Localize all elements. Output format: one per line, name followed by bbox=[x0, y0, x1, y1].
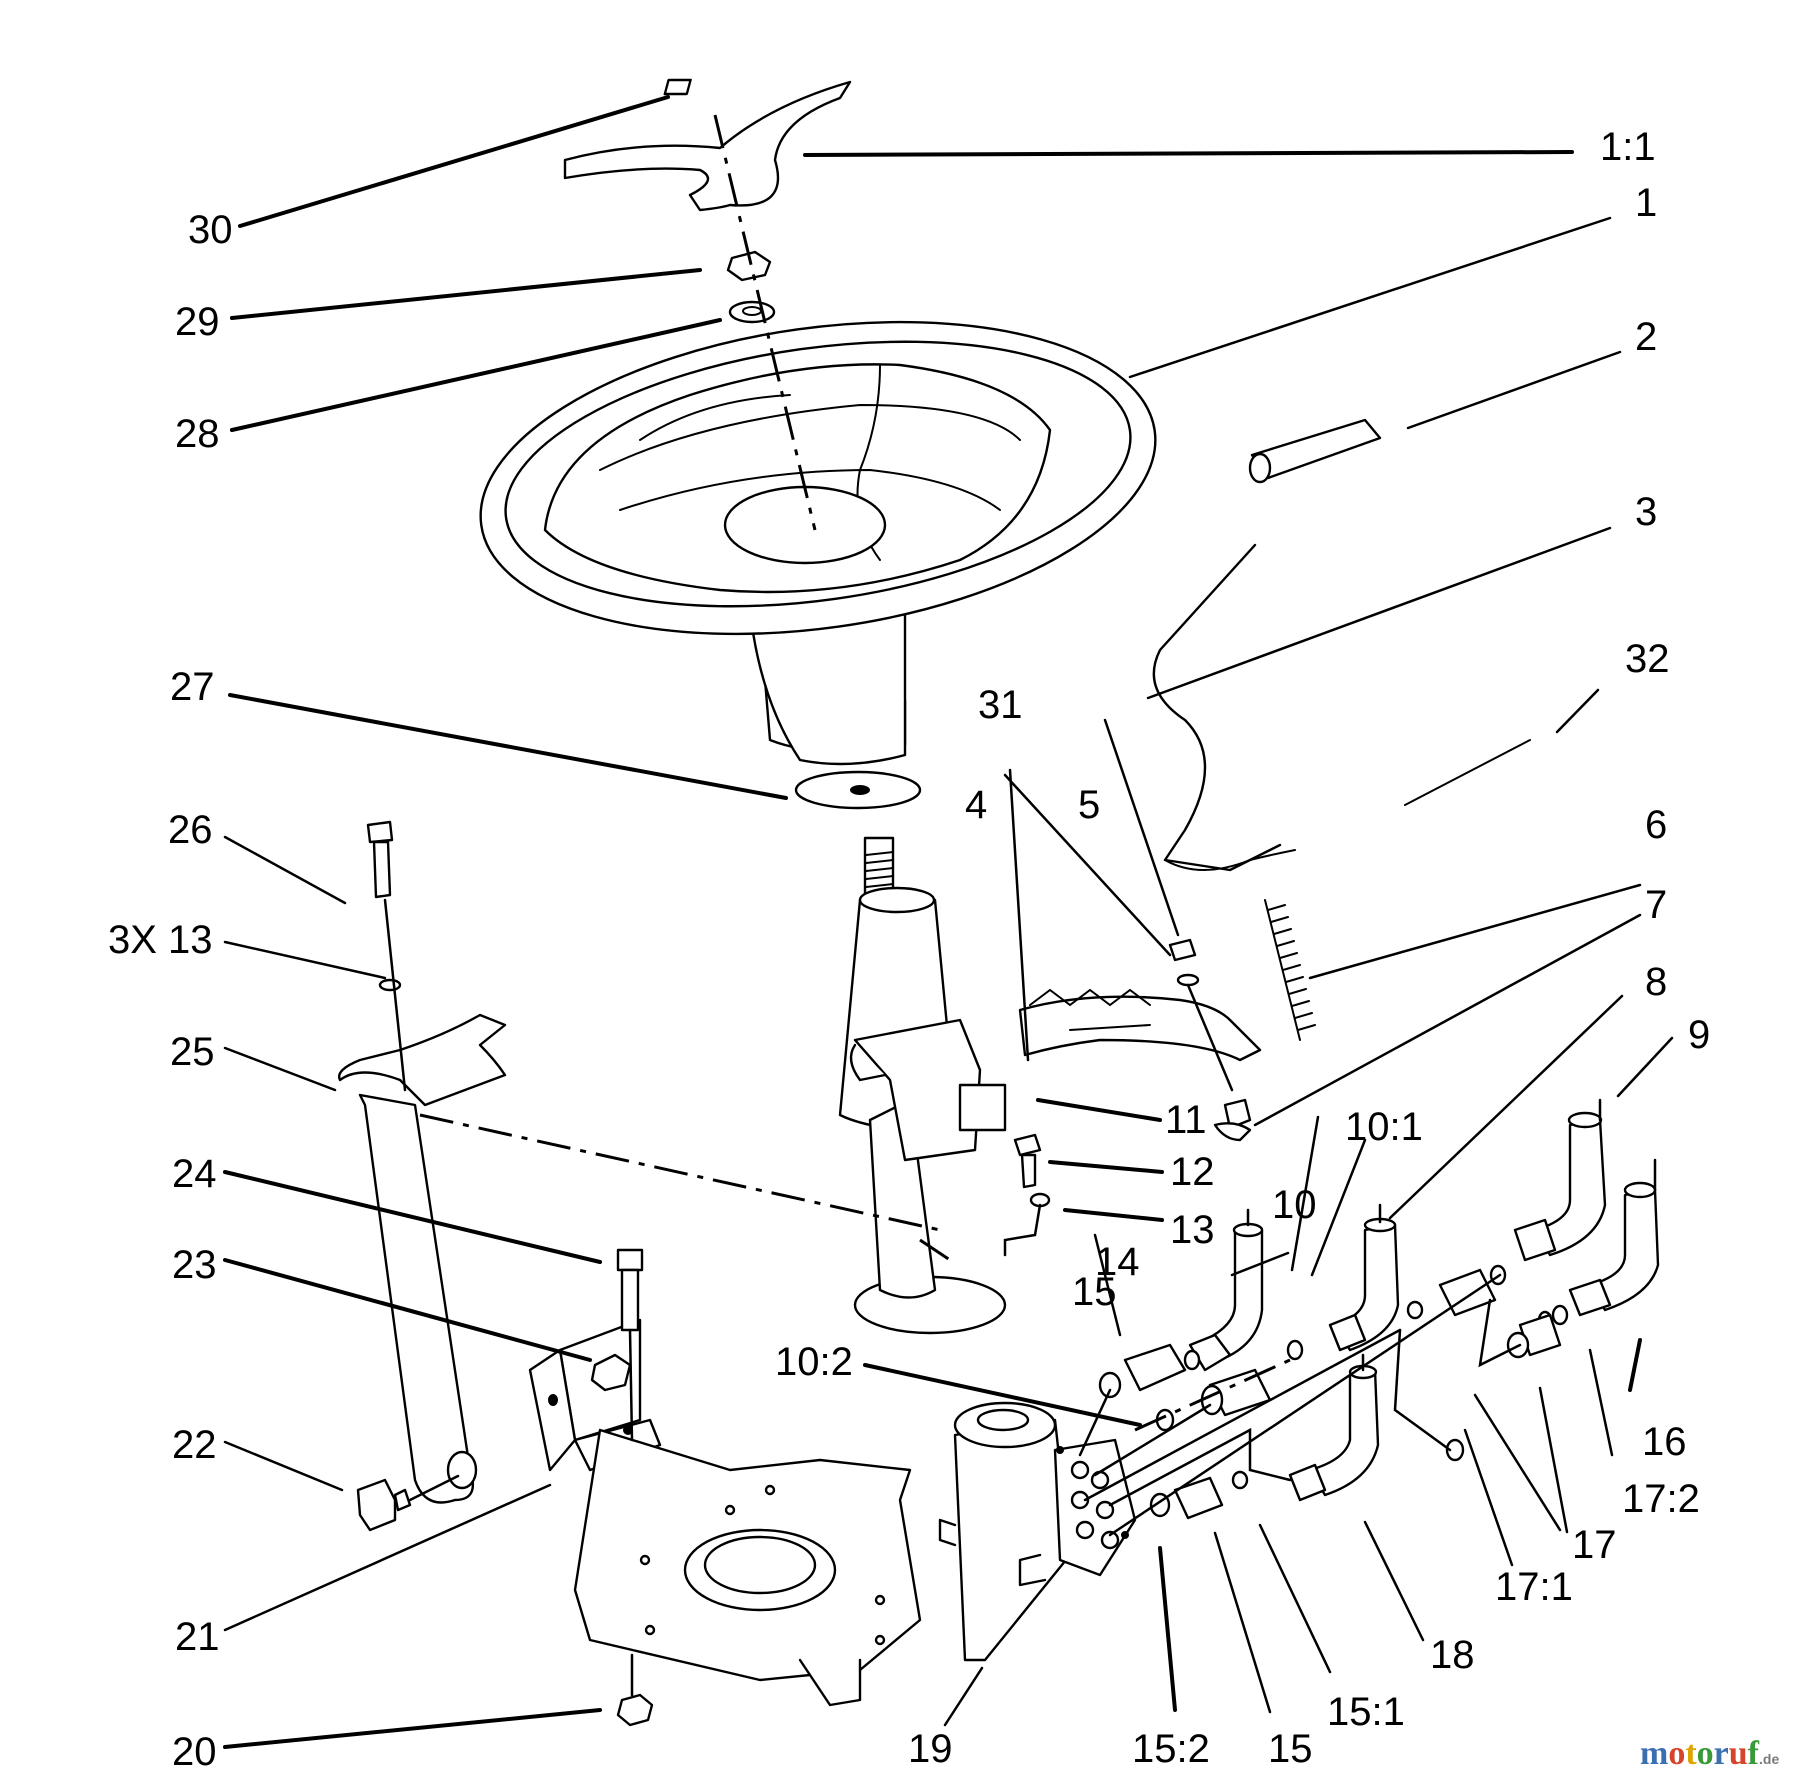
callout-6: 6 bbox=[1645, 803, 1667, 847]
leader-lines bbox=[223, 95, 1674, 1749]
callout-18: 18 bbox=[1430, 1633, 1475, 1677]
callout-32: 32 bbox=[1625, 637, 1670, 681]
callout-1: 1 bbox=[1635, 181, 1657, 225]
callout-15-top: 15 bbox=[1072, 1270, 1117, 1314]
callout-4: 4 bbox=[965, 783, 987, 827]
callout-3x13: 3X 13 bbox=[108, 918, 213, 962]
callout-17-1: 17:1 bbox=[1495, 1565, 1573, 1609]
callout-24: 24 bbox=[172, 1152, 217, 1196]
callout-16: 16 bbox=[1642, 1420, 1687, 1464]
callout-labels: 30 29 28 27 26 3X 13 25 24 23 22 21 20 1… bbox=[108, 125, 1710, 1774]
center-cap bbox=[563, 78, 852, 212]
callout-22: 22 bbox=[172, 1423, 217, 1467]
callout-10: 10 bbox=[1272, 1183, 1317, 1227]
left-fasteners bbox=[356, 820, 654, 1727]
svg-text:motoruf.de: motoruf.de bbox=[1640, 1735, 1779, 1772]
callout-12: 12 bbox=[1170, 1150, 1215, 1194]
callout-13: 13 bbox=[1170, 1208, 1215, 1252]
callout-25: 25 bbox=[170, 1030, 215, 1074]
callout-9: 9 bbox=[1688, 1013, 1710, 1057]
callout-29: 29 bbox=[175, 300, 220, 344]
watermark-m: m bbox=[1640, 1735, 1668, 1772]
hydraulic-fittings bbox=[1078, 1098, 1660, 1537]
callout-11: 11 bbox=[1165, 1098, 1207, 1142]
callout-28: 28 bbox=[175, 412, 220, 456]
callout-17-2: 17:2 bbox=[1622, 1477, 1700, 1521]
callout-23: 23 bbox=[172, 1243, 217, 1287]
callout-15-bottom: 15 bbox=[1268, 1727, 1313, 1771]
steering-valve bbox=[938, 1401, 1137, 1662]
steering-wheel bbox=[479, 320, 1157, 766]
callout-21: 21 bbox=[175, 1615, 220, 1659]
callout-5: 5 bbox=[1078, 783, 1100, 827]
callout-10-2: 10:2 bbox=[775, 1340, 853, 1384]
steering-column bbox=[794, 770, 1007, 1335]
callout-10-1: 10:1 bbox=[1345, 1105, 1423, 1149]
callout-30: 30 bbox=[188, 208, 233, 252]
motoruf-watermark: motoruf.de bbox=[1640, 1735, 1779, 1772]
callout-8: 8 bbox=[1645, 960, 1667, 1004]
base-plate bbox=[573, 1428, 922, 1707]
callout-19: 19 bbox=[908, 1727, 953, 1771]
callout-15-2: 15:2 bbox=[1132, 1727, 1210, 1771]
callout-14: 14 bbox=[1095, 1240, 1140, 1284]
callout-1-1: 1:1 bbox=[1600, 125, 1656, 169]
callout-15-1: 15:1 bbox=[1327, 1690, 1405, 1734]
callout-7: 7 bbox=[1645, 883, 1667, 927]
watermark-suffix: .de bbox=[1759, 1751, 1779, 1767]
callout-3: 3 bbox=[1635, 490, 1657, 534]
callout-17: 17 bbox=[1572, 1523, 1617, 1567]
pedal-bracket bbox=[338, 1013, 507, 1504]
callout-31: 31 bbox=[978, 683, 1023, 727]
callout-26: 26 bbox=[168, 808, 213, 852]
callout-27: 27 bbox=[170, 665, 215, 709]
callout-2: 2 bbox=[1635, 315, 1657, 359]
lever-fasteners bbox=[1003, 938, 1252, 1257]
callout-20: 20 bbox=[172, 1730, 217, 1774]
